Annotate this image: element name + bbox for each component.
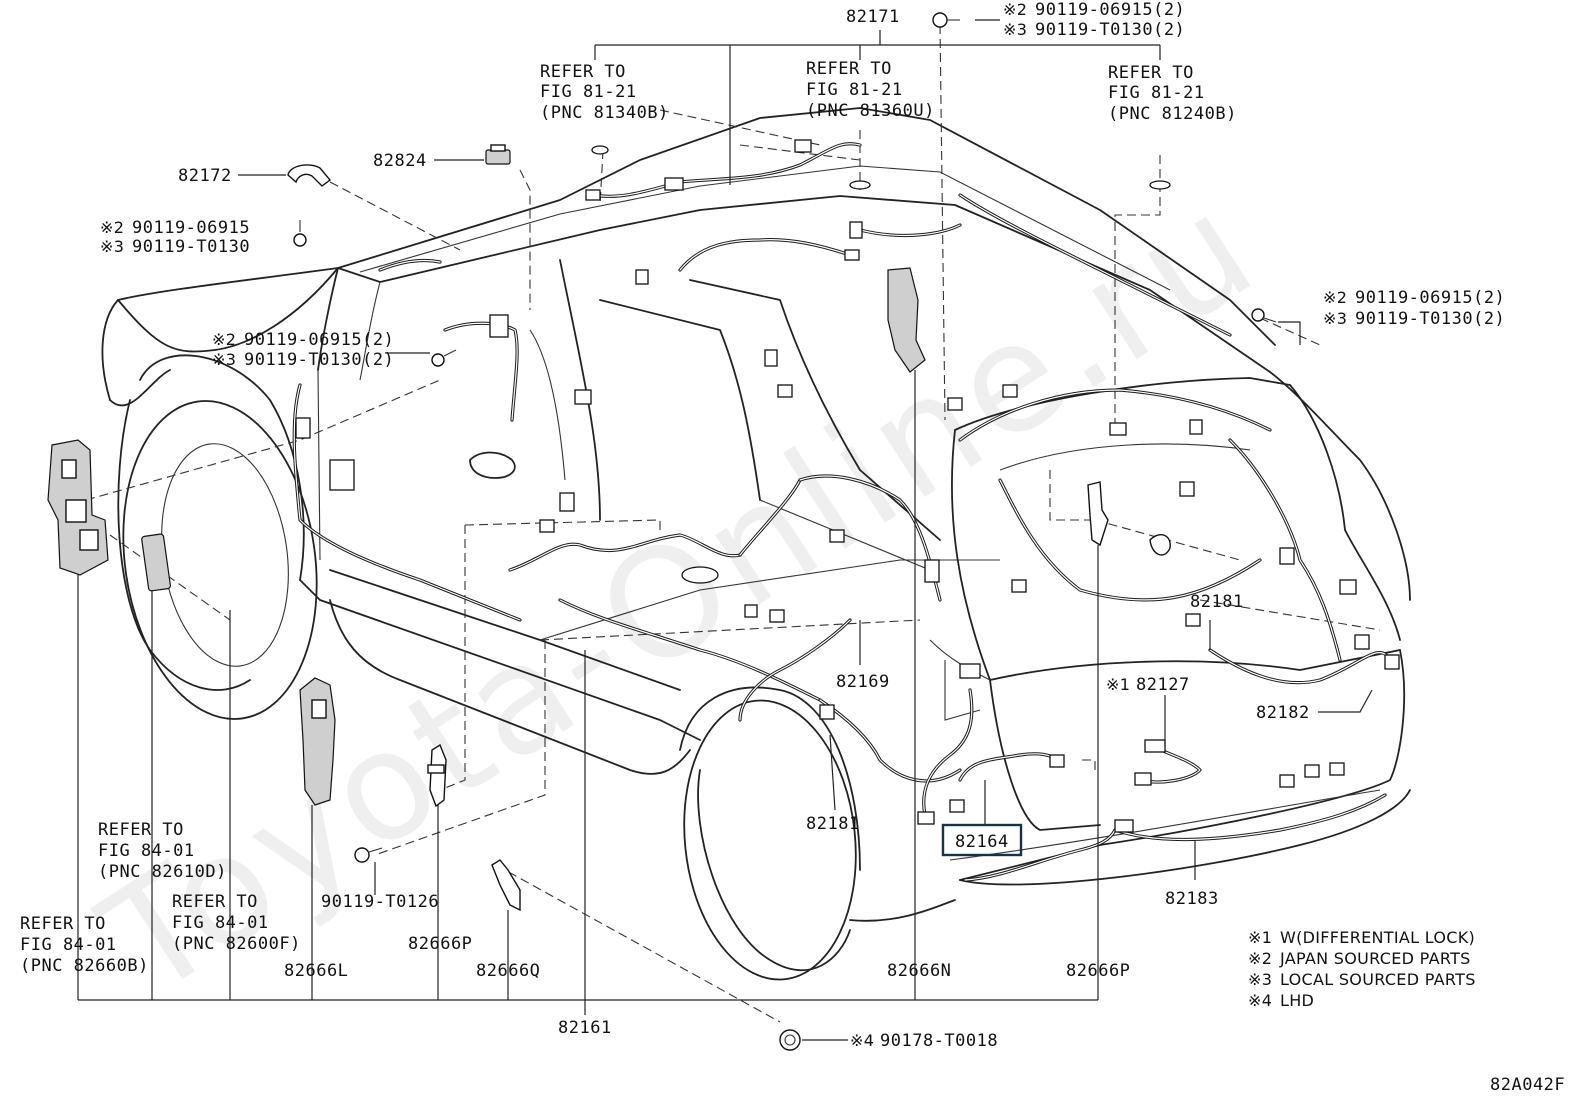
- component-82666L-bracket: [299, 677, 336, 806]
- svg-text:REFER TO: REFER TO: [1108, 63, 1194, 83]
- callout-82182: 82182: [1256, 703, 1310, 723]
- component-82666N-bracket: [887, 267, 926, 373]
- svg-text:90119-06915(2): 90119-06915(2): [1035, 0, 1185, 20]
- ref-81340B: REFER TO FIG 81-21 (PNC 81340B): [540, 62, 669, 123]
- tailgate-harness-82127: [1138, 743, 1202, 784]
- leader-lines: [77, 19, 1373, 1041]
- callout-82666N: 82666N: [887, 961, 951, 981]
- legend-text-1: W(DIFFERENTIAL LOCK): [1280, 928, 1475, 947]
- bolt-label-right-mid: ※2 90119-06915(2) ※3 90119-T0130(2): [1323, 288, 1505, 329]
- ref-81360U: REFER TO FIG 81-21 (PNC 81360U): [806, 59, 935, 121]
- svg-text:※3: ※3: [1323, 309, 1347, 328]
- callout-82666Q: 82666Q: [476, 961, 540, 981]
- svg-text:FIG 84-01: FIG 84-01: [172, 913, 269, 933]
- bolt-label-top-right: ※2 90119-06915(2) ※3 90119-T0130(2): [1003, 0, 1185, 40]
- callout-82171: 82171: [846, 7, 900, 27]
- legend-text-3: LOCAL SOURCED PARTS: [1280, 970, 1476, 989]
- svg-text:90119-T0130: 90119-T0130: [132, 237, 250, 257]
- callout-82161: 82161: [558, 1018, 612, 1038]
- ref-82660B: REFER TO FIG 84-01 (PNC 82660B): [20, 914, 149, 976]
- component-relay-block-left: [47, 439, 109, 576]
- svg-text:90119-T0130(2): 90119-T0130(2): [244, 350, 394, 370]
- component-82666Q-clip: [491, 859, 521, 912]
- svg-text:90119-06915(2): 90119-06915(2): [244, 330, 394, 350]
- svg-text:REFER TO: REFER TO: [540, 62, 626, 82]
- rear-harness-82181: [922, 388, 1392, 817]
- svg-text:※3: ※3: [100, 237, 124, 256]
- svg-text:REFER TO: REFER TO: [98, 820, 184, 840]
- component-grommet: [1149, 534, 1171, 556]
- legend-mark-4: ※4: [1248, 991, 1272, 1010]
- ref-81240B: REFER TO FIG 81-21 (PNC 81240B): [1108, 63, 1237, 124]
- component-82172-clamp: [287, 164, 332, 187]
- callout-82666P-left: 82666P: [408, 934, 472, 954]
- svg-text:(PNC 81240B): (PNC 81240B): [1108, 104, 1237, 124]
- legend-text-4: LHD: [1280, 991, 1314, 1010]
- callout-90119-T0126: 90119-T0126: [321, 892, 439, 912]
- legend-mark-2: ※2: [1248, 949, 1272, 968]
- callout-82181-center: 82181: [806, 814, 860, 834]
- svg-text:FIG 84-01: FIG 84-01: [98, 841, 195, 861]
- bolt-label-left-mid: ※2 90119-06915(2) ※3 90119-T0130(2): [212, 330, 394, 370]
- svg-text:FIG 81-21: FIG 81-21: [1108, 83, 1205, 103]
- side-harness-left: [292, 258, 522, 622]
- legend-mark-1: ※1: [1248, 928, 1272, 947]
- svg-text:REFER TO: REFER TO: [806, 59, 892, 79]
- svg-text:(PNC 82610D): (PNC 82610D): [98, 862, 227, 882]
- svg-text:※3: ※3: [1003, 20, 1027, 39]
- svg-text:(PNC 82660B): (PNC 82660B): [20, 956, 149, 976]
- component-82824-clip: [485, 144, 511, 165]
- svg-text:REFER TO: REFER TO: [172, 892, 258, 912]
- bumper-harness-82183: [963, 793, 1387, 882]
- callout-82181-right: 82181: [1190, 592, 1244, 612]
- figure-code: 82A042F: [1490, 1075, 1565, 1095]
- legend: ※1 W(DIFFERENTIAL LOCK) ※2 JAPAN SOURCED…: [1248, 928, 1476, 1010]
- bolt-label-left-upper: ※2 90119-06915 ※3 90119-T0130: [100, 218, 250, 257]
- svg-text:(PNC 82600F): (PNC 82600F): [172, 934, 301, 954]
- svg-text:REFER TO: REFER TO: [20, 914, 106, 934]
- svg-text:90119-06915(2): 90119-06915(2): [1355, 288, 1505, 308]
- svg-text:(PNC 81340B): (PNC 81340B): [540, 103, 669, 123]
- svg-text:90119-T0130(2): 90119-T0130(2): [1355, 309, 1505, 329]
- component-82666P-left-clip: [427, 743, 447, 808]
- callout-82164: 82164: [955, 832, 1009, 852]
- connectors: [295, 139, 1400, 833]
- svg-text:FIG 84-01: FIG 84-01: [20, 935, 117, 955]
- highlight-frame-82164: [941, 823, 1023, 857]
- callout-82824: 82824: [373, 151, 427, 171]
- svg-text:※2: ※2: [1323, 288, 1347, 307]
- svg-text:※2: ※2: [212, 330, 236, 349]
- svg-text:※3: ※3: [212, 350, 236, 369]
- svg-text:90119-T0130(2): 90119-T0130(2): [1035, 20, 1185, 40]
- callout-82666P-right: 82666P: [1066, 961, 1130, 981]
- callout-82172: 82172: [178, 166, 232, 186]
- ref-82600F: REFER TO FIG 84-01 (PNC 82600F): [172, 892, 301, 954]
- svg-text:FIG 81-21: FIG 81-21: [806, 80, 903, 100]
- callout-82666L: 82666L: [284, 961, 348, 981]
- callout-90178: 90178-T0018: [880, 1031, 998, 1051]
- floor-harness-82161: [508, 478, 822, 702]
- bolt-parts: [293, 12, 1277, 1051]
- svg-text:FIG 81-21: FIG 81-21: [540, 82, 637, 102]
- callout-82169: 82169: [836, 672, 890, 692]
- svg-text:※2: ※2: [100, 218, 124, 237]
- callout-90178-mark: ※4: [850, 1031, 874, 1050]
- component-82666P-right-clip: [1087, 481, 1109, 547]
- ref-82610D: REFER TO FIG 84-01 (PNC 82610D): [98, 820, 227, 882]
- callout-labels: 82171 82172 82824 82169 82181 82181 ※1 8…: [178, 7, 1310, 1051]
- callout-82127-mark: ※1: [1106, 675, 1130, 694]
- legend-text-2: JAPAN SOURCED PARTS: [1279, 949, 1471, 968]
- roof-harness-82171: [593, 142, 1232, 337]
- callout-82127: 82127: [1136, 675, 1190, 695]
- svg-text:90119-06915: 90119-06915: [132, 218, 250, 238]
- callout-82183: 82183: [1165, 889, 1219, 909]
- svg-text:※2: ※2: [1003, 0, 1027, 19]
- legend-mark-3: ※3: [1248, 970, 1272, 989]
- component-ecu-module: [141, 533, 172, 592]
- svg-text:(PNC 81360U): (PNC 81360U): [806, 101, 935, 121]
